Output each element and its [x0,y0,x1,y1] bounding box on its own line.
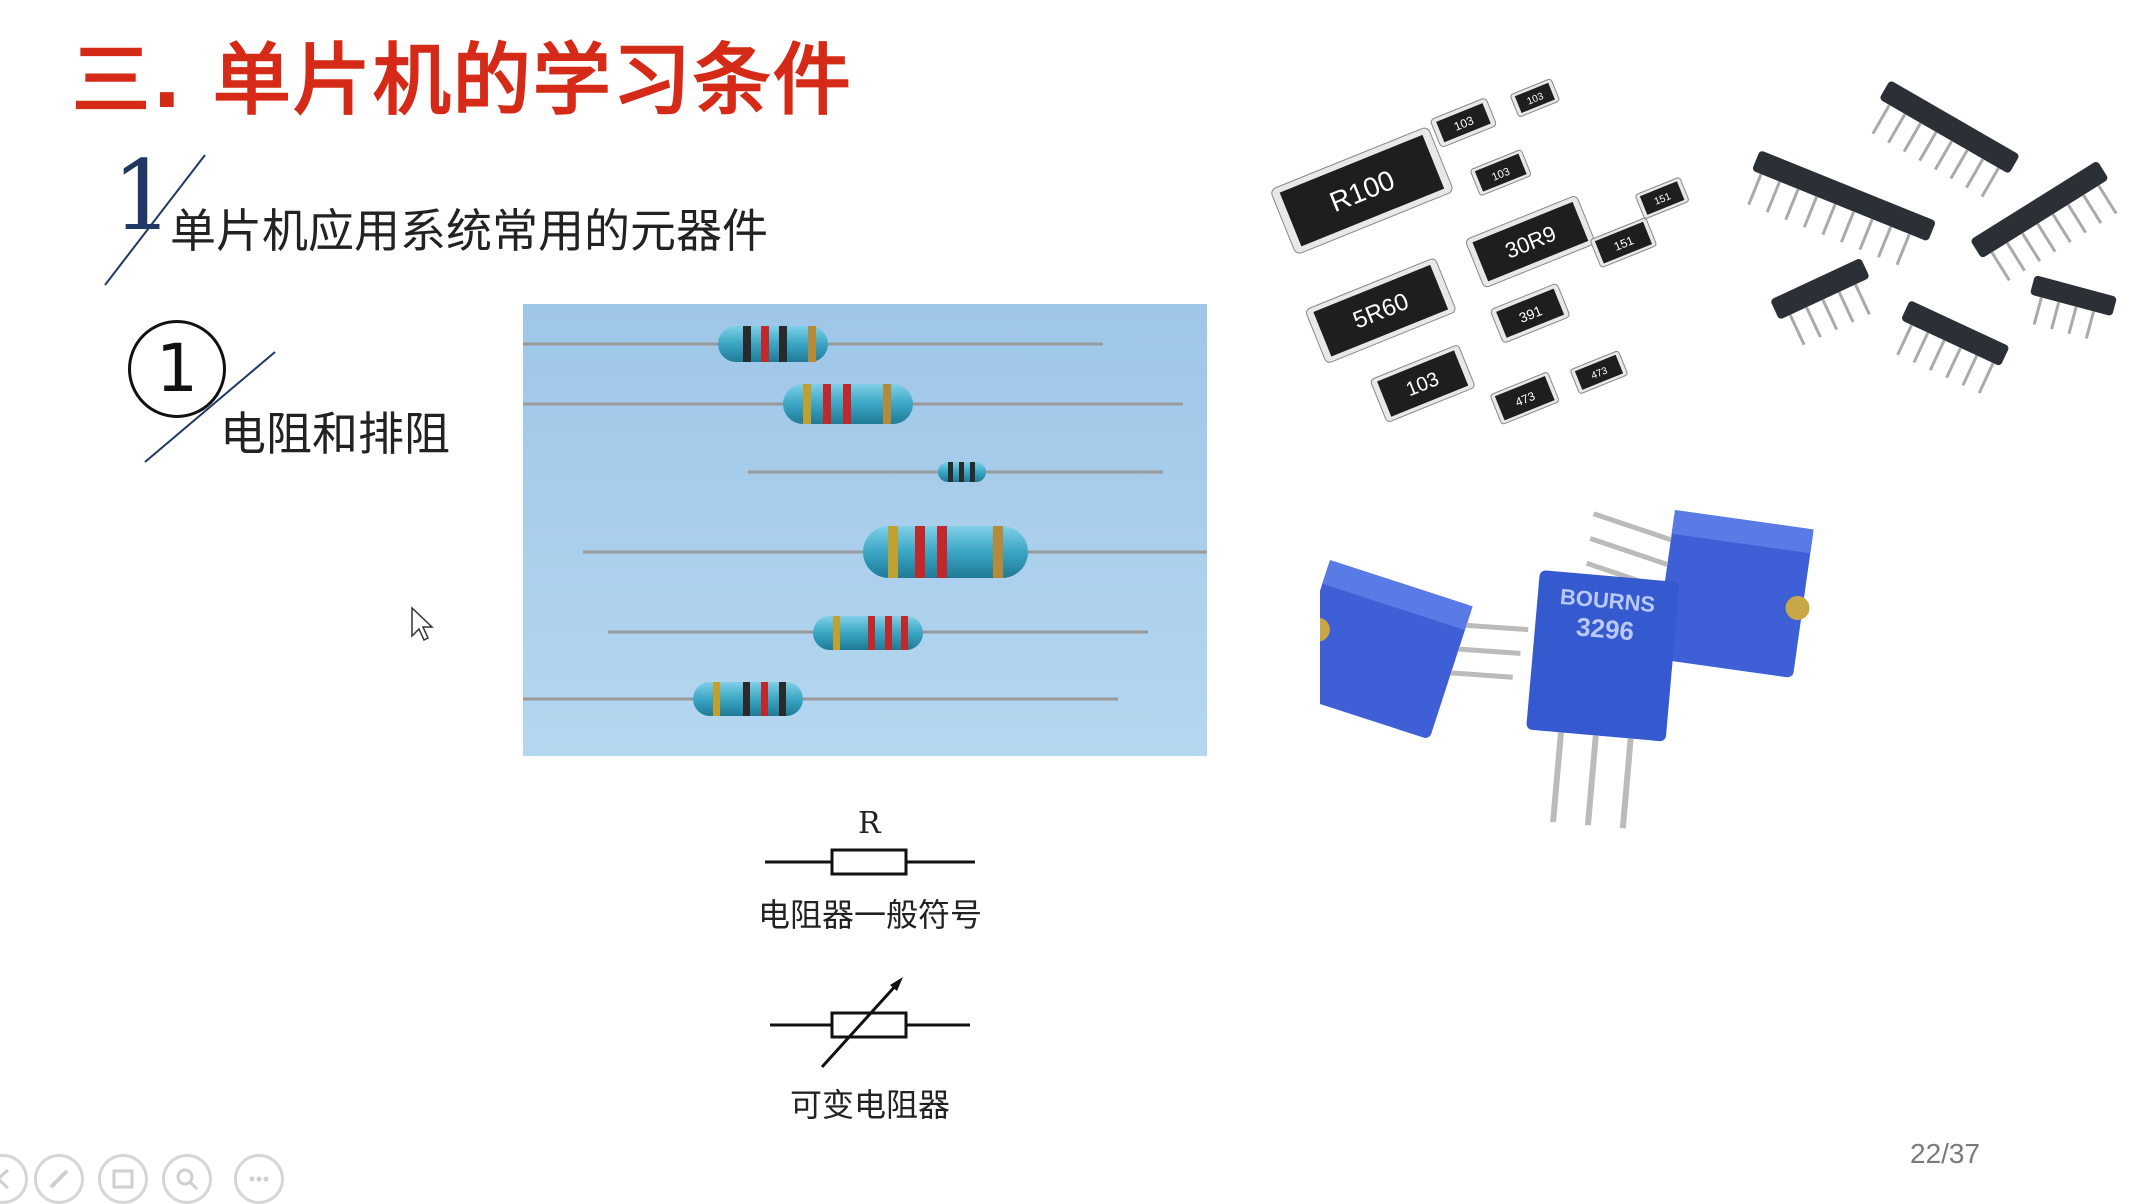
smd-resistors-photo: R100 103 103 103 30R9 [1250,60,1690,460]
potentiometer-photo: BOURNS 3296 [1288,490,1840,830]
subsection-number: 1 [128,320,226,418]
subsection-heading: 电阻和排阻 [220,407,450,461]
resistor-symbol [765,848,975,876]
resistor-symbol-label: 电阻器一般符号 [757,896,982,934]
back-arrow-icon[interactable] [0,1154,28,1204]
variable-resistor-label: 可变电阻器 [789,1086,950,1124]
more-icon[interactable] [234,1154,284,1204]
section-slash-decoration [104,154,206,286]
resistor-network-photo [1730,70,2130,420]
resistors-photo [523,304,1207,756]
page-indicator: 22/37 [1910,1138,1981,1169]
zoom-icon[interactable] [162,1154,212,1204]
slides-icon[interactable] [98,1154,148,1204]
mouse-pointer-icon [411,606,434,642]
pot-model: 3296 [1575,611,1635,646]
resistor-symbol-letter: R [858,806,881,841]
section-heading: 单片机应用系统常用的元器件 [170,204,768,258]
pen-icon[interactable] [34,1154,84,1204]
section-number: 1 [112,140,174,252]
presentation-toolbar [0,1150,320,1204]
variable-resistor-symbol [770,977,970,1069]
subsection-slash-decoration [144,351,276,463]
slide-title: 三. 单片机的学习条件 [72,36,853,126]
